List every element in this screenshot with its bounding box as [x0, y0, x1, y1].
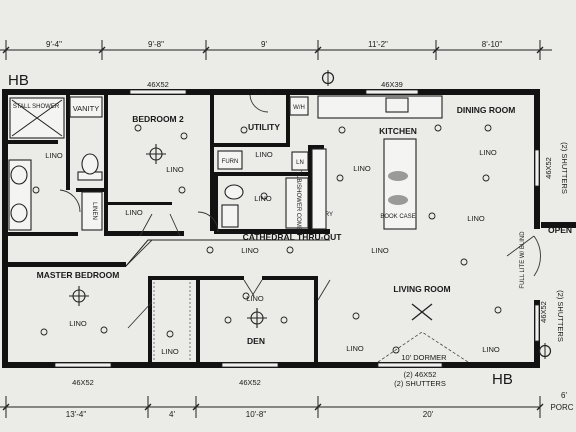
- window-top-1: [129, 89, 187, 95]
- bottom-dim-3: 10'-8": [246, 410, 267, 419]
- window-top-1-label: 46X52: [147, 80, 169, 89]
- bookcase-label: BOOK CASE: [380, 214, 415, 220]
- den-label: DEN: [247, 336, 265, 346]
- nine-lite-label: 9-LITE: [253, 91, 271, 97]
- water-heater: [289, 96, 309, 116]
- top-dim-4: 11'-2": [368, 40, 388, 49]
- furnace: [217, 150, 243, 170]
- lino-bedroom-2: LINO: [166, 165, 184, 174]
- window-right-2: [534, 304, 540, 342]
- kitchen-counters: [311, 95, 443, 230]
- linen-closet-2: [291, 151, 309, 171]
- bottom-dimension-line: 13'-4" 4' 10'-8" 20': [0, 396, 544, 419]
- window-top-2: [365, 89, 419, 95]
- bottom-dim-2: 4': [169, 410, 175, 419]
- lino-living-right: LINO: [482, 345, 500, 354]
- open-label: OPEN: [548, 225, 572, 235]
- dormer-outline: [377, 331, 469, 363]
- sink-icon: [8, 159, 32, 231]
- stall-shower: [9, 97, 65, 139]
- bottom-dim-1: 13'-4": [66, 410, 87, 419]
- window-right-2-sub: (2) SHUTTERS: [556, 290, 565, 342]
- stall-shower-label-1: STALL SHOWER: [13, 104, 60, 110]
- lino-closet: LINO: [125, 208, 143, 217]
- lino-master: LINO: [69, 319, 87, 328]
- ceiling-light-icons: [69, 144, 267, 328]
- window-right-1-sub: (2) SHUTTERS: [560, 142, 569, 194]
- window-top-2-label: 46X39: [381, 80, 403, 89]
- window-right-2-label: 46X52: [539, 301, 548, 323]
- lino-living-left: LINO: [346, 344, 364, 353]
- ceiling-fan-icon: [411, 303, 433, 321]
- lino-utility: LINO: [255, 150, 273, 159]
- linen-closet: [81, 191, 103, 231]
- window-bottom-2: [221, 362, 279, 368]
- lino-hall: LINO: [241, 246, 259, 255]
- full-lite-label: FULL LITE W/ BLIND: [520, 231, 526, 289]
- window-bottom-2-label: 46X52: [239, 378, 261, 387]
- window-bottom-3-sub: (2) SHUTTERS: [394, 379, 446, 388]
- top-dimension-line: 9'-4" 9'-8" 9' 11'-2" 8'-10": [0, 40, 552, 60]
- interior-walls: [8, 95, 330, 364]
- porch-label: PORC: [550, 403, 573, 412]
- cathedral-label: CATHEDRAL THRU-OUT: [243, 232, 343, 242]
- hall-outline: [125, 239, 330, 267]
- outlet-symbols: [32, 124, 502, 354]
- lino-hall-bath: LINO: [254, 194, 272, 203]
- tub-label: TUB/SHOWER COMBO: [295, 170, 301, 235]
- linen-label: LINEN: [91, 202, 97, 220]
- window-right-1-label: 46X52: [544, 157, 553, 179]
- lino-wic: LINO: [161, 347, 179, 356]
- window-bottom-3: [377, 362, 443, 368]
- window-right-1: [534, 149, 540, 187]
- lino-kitchen: LINO: [353, 164, 371, 173]
- lino-dining: LINO: [479, 148, 497, 157]
- gas-symbol-top: [321, 70, 335, 86]
- hb-label-top: HB: [8, 72, 29, 89]
- door-swings: [59, 94, 331, 329]
- lino-living-top: LINO: [371, 246, 389, 255]
- bedroom-2-label: BEDROOM 2: [132, 114, 184, 124]
- top-dim-1: 9'-4": [46, 40, 62, 49]
- hb-label-bottom: HB: [492, 371, 513, 388]
- water-heater-label: W/H: [293, 105, 305, 111]
- hall-toilet-icon: [221, 184, 244, 228]
- bottom-dim-4: 20': [423, 410, 434, 419]
- vanity-label: VANITY: [73, 104, 100, 113]
- window-bottom-1: [54, 362, 112, 368]
- window-bottom-3-label: (2) 46X52: [404, 370, 437, 379]
- lino-den-top: LINO: [246, 294, 264, 303]
- kitchen-label: KITCHEN: [379, 126, 417, 136]
- entry-door-right: OPEN FULL LITE W/ BLIND: [506, 222, 576, 289]
- window-bottom-1-label: 46X52: [72, 378, 94, 387]
- master-bedroom-label: MASTER BEDROOM: [37, 270, 120, 280]
- tub-shower: [285, 177, 309, 229]
- ln-label: LN: [296, 160, 304, 166]
- furnace-label: FURN: [222, 159, 239, 165]
- top-dim-5: 8'-10": [482, 40, 503, 49]
- living-room-label: LIVING ROOM: [393, 284, 450, 294]
- lino-master-bath: LINO: [45, 151, 63, 160]
- dining-room-label: DINING ROOM: [457, 105, 516, 115]
- top-dim-2: 9'-8": [148, 40, 164, 49]
- gas-symbol-bottom: [538, 343, 552, 359]
- top-dim-3: 9': [261, 40, 267, 49]
- lino-dining-2: LINO: [467, 214, 485, 223]
- vanity-counter: [69, 96, 103, 118]
- toilet-icon: [77, 153, 103, 181]
- utility-label: UTILITY: [248, 122, 280, 132]
- floor-labels: LINO LINO LINO LINO LINO LINO LINO LINO …: [45, 148, 500, 356]
- porch-size: 6': [561, 391, 567, 400]
- dormer-label: 10' DORMER: [401, 353, 447, 362]
